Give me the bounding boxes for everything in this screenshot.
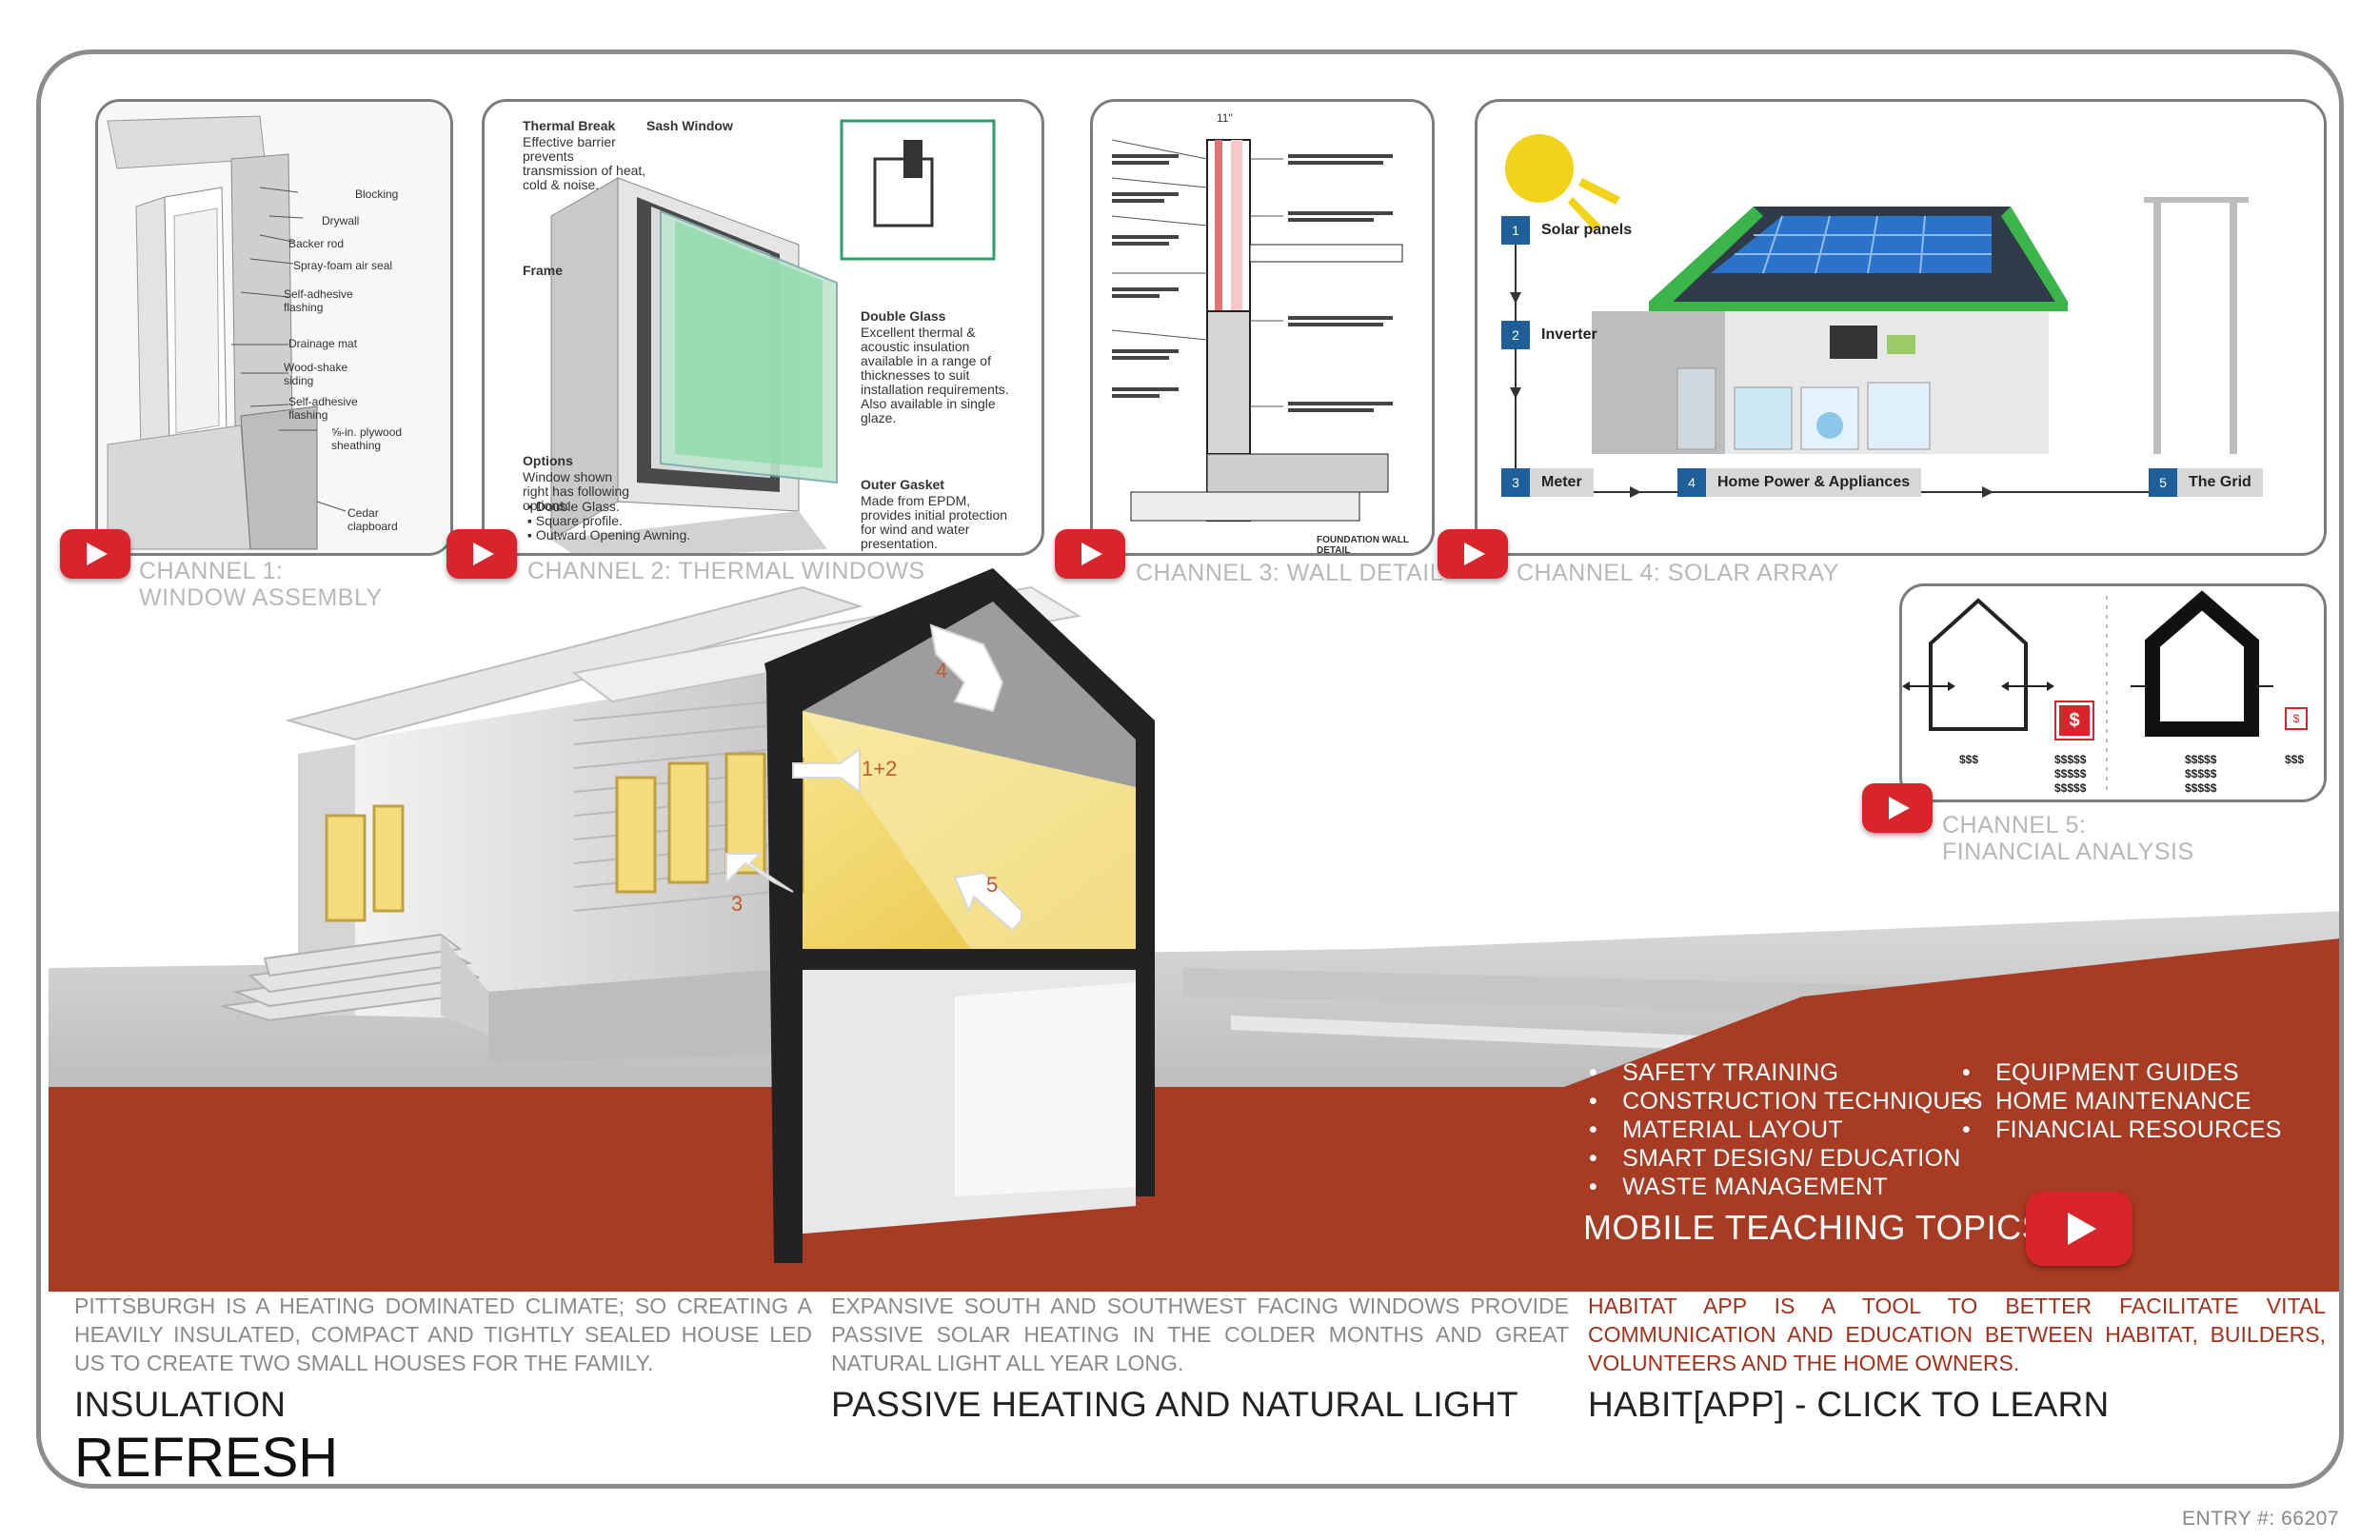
channel-1-panel[interactable]: Blocking Drywall Backer rod Spray-foam a…: [95, 99, 453, 556]
topics-column-1: SAFETY TRAINING CONSTRUCTION TECHNIQUES …: [1589, 1058, 1983, 1201]
channel-2-label: CHANNEL 2: THERMAL WINDOWS: [527, 558, 925, 584]
channel-5-play-button[interactable]: [1862, 783, 1933, 833]
gasket-title: Outer Gasket: [861, 477, 944, 492]
channel-5-label: CHANNEL 5:FINANCIAL ANALYSIS: [1942, 812, 2194, 865]
red-ground-band: [49, 938, 2339, 1292]
wall-dim: 11": [1217, 111, 1233, 125]
financial-badge-big: $: [2054, 701, 2094, 740]
topic-item: EQUIPMENT GUIDES: [1962, 1058, 2282, 1087]
channel-5-panel[interactable]: $ $ $$$ $$$$$$$$$$$$$$$ $$$$$$$$$$$$$$$ …: [1899, 583, 2327, 802]
channel-1-label: CHANNEL 1:WINDOW ASSEMBLY: [139, 558, 383, 611]
callout-drywall: Drywall: [322, 214, 360, 227]
topic-item: WASTE MANAGEMENT: [1589, 1173, 1983, 1201]
channel-3-play-button[interactable]: [1055, 529, 1125, 579]
right-cost-b: $$$: [2285, 753, 2305, 766]
topics-play-button[interactable]: [2026, 1192, 2132, 1266]
callout-cedar: Cedar clapboard: [347, 506, 398, 533]
section-marker-5: 5: [986, 873, 999, 897]
frame-title: Frame: [523, 263, 564, 278]
section-marker-4: 4: [936, 659, 948, 682]
window-assembly-drawing: [98, 102, 450, 553]
channel-1-play-button[interactable]: [60, 529, 130, 579]
thermal-window-drawing: [550, 119, 996, 553]
topic-item: SAFETY TRAINING: [1589, 1058, 1983, 1087]
sash-title: Sash Window: [646, 118, 733, 133]
solar-array-drawing: [1505, 134, 2249, 498]
thermal-break-title: Thermal Break: [523, 118, 616, 133]
callout-drainage-mat: Drainage mat: [288, 337, 358, 350]
channel-4-label: CHANNEL 4: SOLAR ARRAY: [1517, 560, 1839, 586]
passive-heating-heading: PASSIVE HEATING AND NATURAL LIGHT: [831, 1385, 1518, 1424]
refresh-title: REFRESH: [74, 1427, 339, 1489]
gasket-text: Made from EPDM, provides initial protect…: [861, 493, 1008, 551]
wall-detail-drawing: [1111, 139, 1403, 522]
passive-heating-text: EXPANSIVE SOUTH AND SOUTHWEST FACING WIN…: [831, 1293, 1569, 1375]
topics-column-2: EQUIPMENT GUIDES HOME MAINTENANCE FINANC…: [1962, 1058, 2282, 1144]
callout-self-adhesive-1: Self-adhesive flashing: [284, 287, 353, 314]
callout-self-adhesive-2: Self-adhesive flashing: [288, 395, 358, 422]
habitat-app-link[interactable]: HABIT[APP] - CLICK TO LEARN: [1588, 1385, 2110, 1424]
callout-wood-shake: Wood-shake siding: [284, 361, 348, 387]
board-frame: 4 1+2 3 5 Blocking Drywall Backer rod Sp…: [36, 49, 2344, 1489]
callout-spray-foam: Spray-foam air seal: [293, 259, 393, 272]
topic-item: HOME MAINTENANCE: [1962, 1087, 2282, 1116]
callout-plywood: ⅝-in. plywood sheathing: [331, 425, 403, 452]
financial-badge-small: $: [2285, 707, 2308, 730]
option-2: ▪ Square profile.: [527, 513, 623, 528]
topic-item: FINANCIAL RESOURCES: [1962, 1116, 2282, 1144]
channel-2-panel[interactable]: Thermal Break Effective barrier prevents…: [482, 99, 1044, 556]
callout-blocking: Blocking: [355, 188, 399, 201]
double-glass-text: Excellent thermal & acoustic insulation …: [861, 325, 1009, 425]
channel-2-play-button[interactable]: [446, 529, 517, 579]
house-section-illustration: [49, 568, 2339, 1292]
options-title: Options: [523, 453, 573, 468]
wall-detail-title: FOUNDATION WALL DETAIL: [1317, 535, 1409, 556]
option-3: ▪ Outward Opening Awning.: [527, 527, 691, 543]
topic-item: MATERIAL LAYOUT: [1589, 1116, 1983, 1144]
entry-number: ENTRY #: 66207: [2182, 1508, 2339, 1530]
habitat-app-text: HABITAT APP IS A TOOL TO BETTER FACILITA…: [1588, 1293, 2326, 1375]
topic-item: SMART DESIGN/ EDUCATION: [1589, 1144, 1983, 1173]
topics-title: MOBILE TEACHING TOPICS: [1583, 1208, 2046, 1247]
insulation-heading: INSULATION: [74, 1385, 287, 1424]
thermal-break-text: Effective barrier prevents transmission …: [523, 134, 646, 192]
insulation-text: PITTSBURGH IS A HEATING DOMINATED CLIMAT…: [74, 1293, 812, 1375]
channel-4-play-button[interactable]: [1438, 529, 1508, 579]
right-cost-a: $$$$$$$$$$$$$$$: [2185, 753, 2217, 795]
left-cost-b: $$$$$$$$$$$$$$$: [2054, 753, 2087, 795]
section-marker-1-2: 1+2: [862, 757, 898, 780]
left-cost-a: $$$: [1959, 753, 1979, 766]
channel-3-label: CHANNEL 3: WALL DETAIL: [1136, 560, 1444, 586]
topic-item: CONSTRUCTION TECHNIQUES: [1589, 1087, 1983, 1116]
financial-diagram: [1902, 590, 2273, 796]
callout-backer-rod: Backer rod: [288, 237, 345, 250]
double-glass-title: Double Glass: [861, 308, 946, 324]
channel-3-panel[interactable]: 11" FOUNDATION WALL DETAIL: [1090, 99, 1435, 556]
section-marker-3: 3: [731, 892, 744, 916]
option-1: ▪ Double Glass.: [527, 499, 620, 514]
options-text: Window shown right has following options…: [523, 469, 630, 513]
section-arrows: [725, 623, 1022, 932]
